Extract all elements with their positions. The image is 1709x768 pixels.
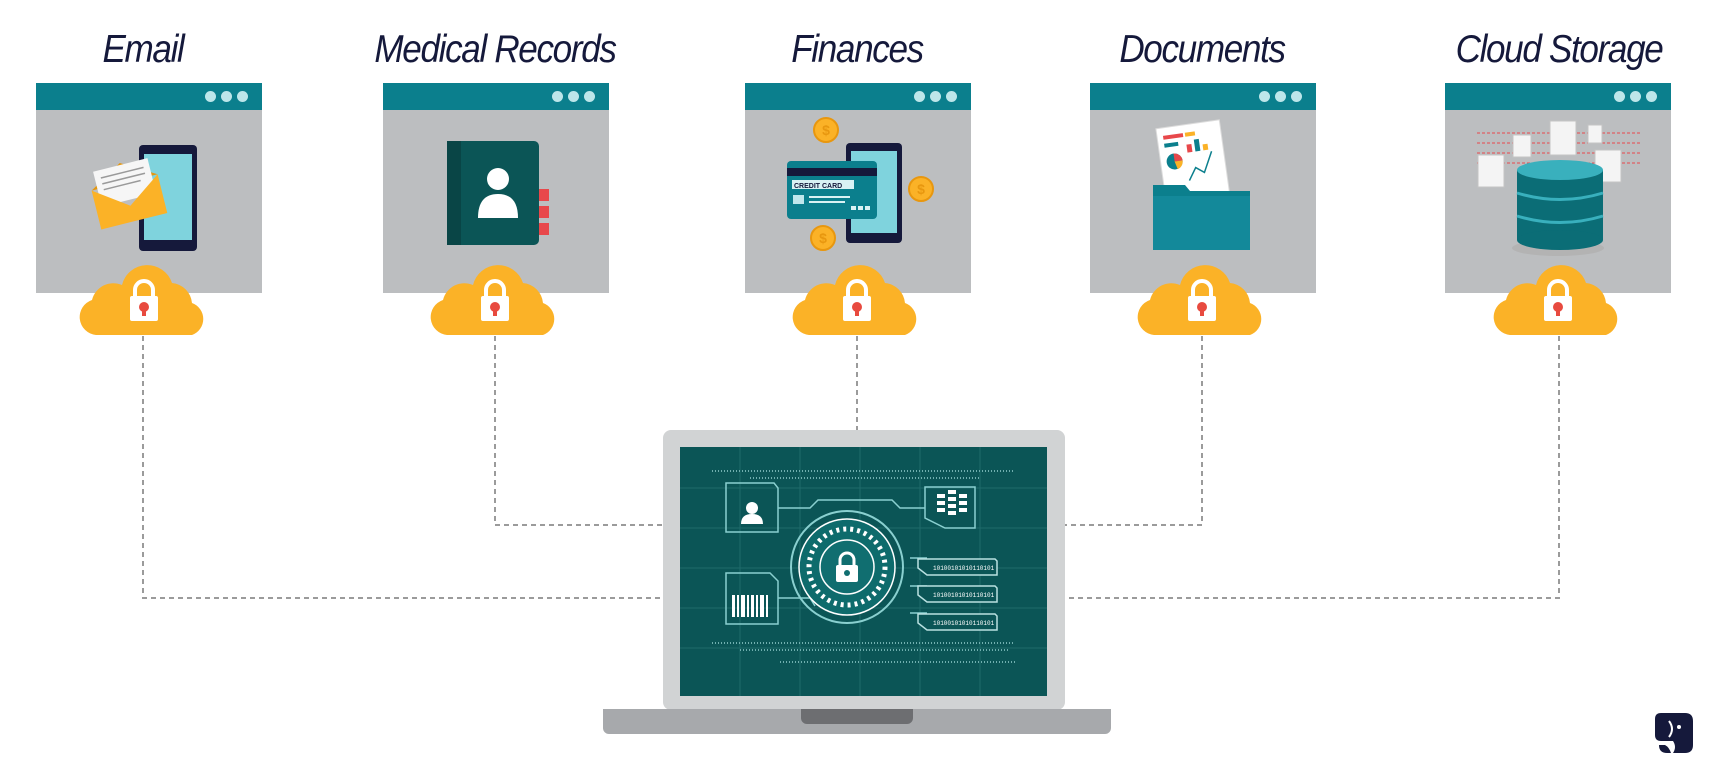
title-email: Email	[102, 28, 184, 71]
email-phone-icon	[91, 145, 197, 251]
window-email	[36, 83, 262, 293]
cloud-lock-icon	[792, 265, 917, 335]
elephant-logo-icon	[1655, 713, 1693, 753]
document-folder-icon	[1153, 119, 1250, 250]
title-finances: Finances	[791, 28, 924, 71]
cloud-lock-icon	[1493, 265, 1618, 335]
binary-label: 10100101010110101	[933, 620, 995, 627]
cloud-lock-icon	[430, 265, 555, 335]
laptop-security-icon: 10100101010110101 10100101010110101 1010…	[603, 430, 1111, 734]
binary-label: 10100101010110101	[933, 592, 995, 599]
credit-card-label: CREDIT CARD	[794, 183, 842, 190]
window-finances: CREDIT CARD $ $ $	[745, 83, 971, 293]
window-titlebar	[383, 83, 609, 110]
svg-text:$: $	[822, 122, 830, 138]
connector-cloud	[1062, 336, 1560, 599]
cloud-lock-icon	[79, 265, 204, 335]
medical-record-book-icon	[447, 141, 549, 245]
window-titlebar	[745, 83, 971, 110]
cloud-lock-icon	[1137, 265, 1262, 335]
title-documents: Documents	[1119, 28, 1286, 71]
title-cloud-storage: Cloud Storage	[1455, 28, 1664, 71]
window-titlebar	[36, 83, 262, 110]
connector-email	[142, 336, 666, 599]
window-titlebar	[1445, 83, 1671, 110]
window-medical-records	[383, 83, 609, 293]
credit-card-phone-icon: CREDIT CARD $ $ $	[787, 117, 934, 251]
svg-text:$: $	[819, 230, 827, 246]
window-documents	[1090, 83, 1316, 293]
binary-label: 10100101010110101	[933, 565, 995, 572]
svg-text:$: $	[917, 181, 925, 197]
window-cloud-storage	[1445, 83, 1671, 293]
connector-medical	[494, 336, 666, 526]
title-medical-records: Medical Records	[374, 28, 617, 71]
window-titlebar	[1090, 83, 1316, 110]
database-icon	[1477, 120, 1641, 256]
connector-documents	[1062, 336, 1203, 526]
